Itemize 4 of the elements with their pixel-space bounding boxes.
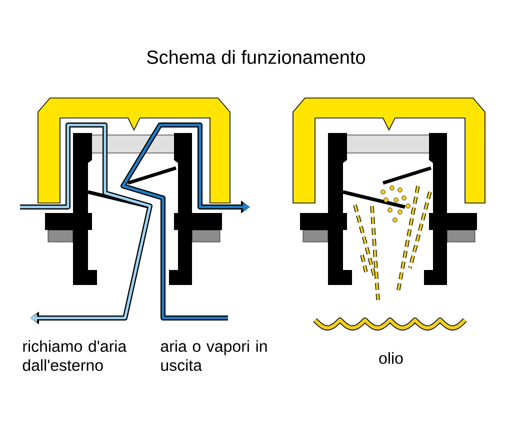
flow-label: richiamo d'aria dall'esterno (22, 340, 127, 371)
title: Schema di funzionamento (147, 50, 365, 64)
flow-label: aria o vapori in uscita (160, 340, 267, 371)
oil-label: olio (379, 352, 403, 364)
